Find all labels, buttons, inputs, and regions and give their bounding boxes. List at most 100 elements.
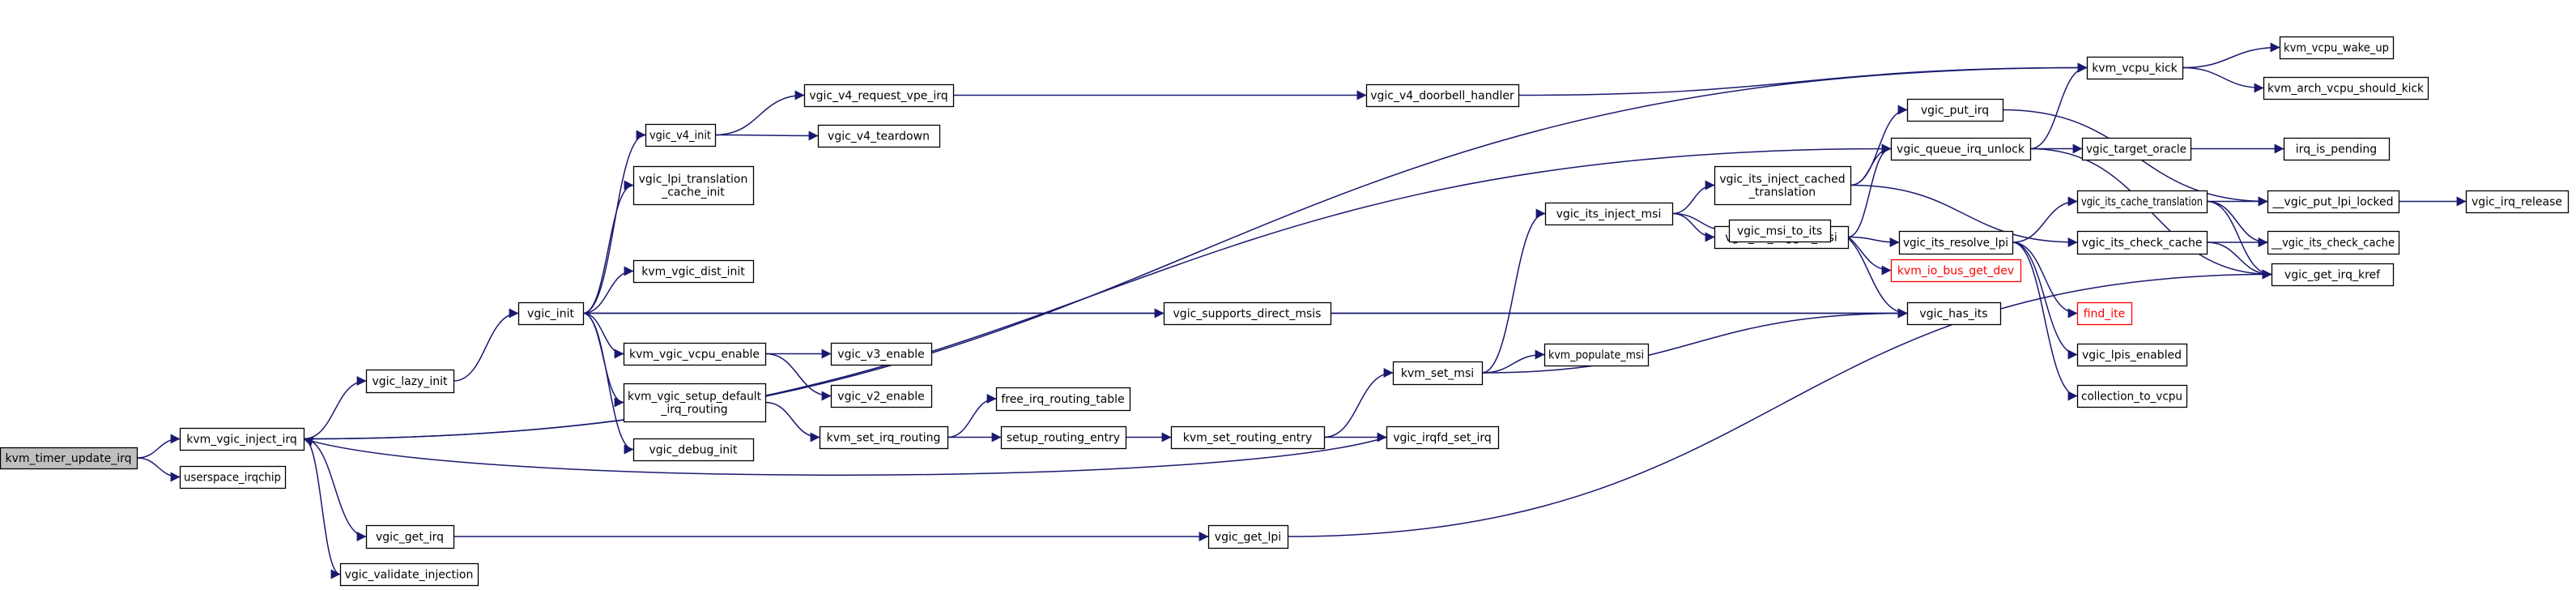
node-label: vgic_get_irq [376, 531, 444, 544]
edge-vgic_get_lpi-to-vgic_get_irq_kref [1287, 269, 2272, 537]
node-box [1163, 301, 1332, 326]
node-label: irq_is_pending [2296, 143, 2377, 156]
node-vgic_its_inject_msi[interactable]: vgic_its_inject_msi [1544, 202, 1674, 226]
node-vgic_get_irq[interactable]: vgic_get_irq [365, 524, 455, 549]
node-label: vgic_v4_request_vpe_irq [809, 90, 947, 103]
node-label: userspace_irqchip [184, 472, 281, 485]
node-irq_is_pending[interactable]: irq_is_pending [2283, 137, 2391, 161]
node-kvm_populate_msi[interactable]: kvm_populate_msi [1543, 343, 1650, 367]
node-vgic_its_inject_cached_translation[interactable]: vgic_its_inject_cached_translation [1714, 165, 1852, 206]
edge-vgic_v4_init-to-vgic_v4_request_vpe_irq [714, 90, 805, 136]
node-vgic_irqfd_set_irq[interactable]: vgic_irqfd_set_irq [1386, 425, 1500, 450]
node-vgic_init[interactable]: vgic_init [517, 301, 585, 326]
node-label: setup_routing_entry [1007, 432, 1120, 445]
node-box [803, 83, 955, 108]
node-vgic_irq_release[interactable]: vgic_irq_release [2465, 190, 2570, 214]
node-box [819, 425, 949, 450]
node-vgic_lpis_enabled[interactable]: vgic_lpis_enabled [2076, 343, 2188, 367]
node-vgic_its_resolve_lpi[interactable]: vgic_its_resolve_lpi [1898, 230, 2014, 255]
edge-kvm_set_msi-to-vgic_its_inject_msi [1481, 208, 1546, 374]
node-kvm_vgic_dist_init[interactable]: kvm_vgic_dist_init [632, 259, 755, 284]
edge-vgic_queue_irq_unlock-to-kvm_vcpu_kick [2029, 62, 2088, 150]
node-collection_to_vcpu[interactable]: collection_to_vcpu [2076, 384, 2188, 408]
node-vgic_its_cache_translation[interactable]: vgic_its_cache_translation [2076, 190, 2208, 214]
node-box [2076, 230, 2208, 255]
node-label: kvm_set_routing_entry [1183, 432, 1312, 445]
node-__vgic_its_check_cache[interactable]: __vgic_its_check_cache [2267, 230, 2400, 255]
node-label: _translation [1748, 186, 1816, 199]
node-label: kvm_set_msi [1401, 367, 1474, 380]
node-vgic_debug_init[interactable]: vgic_debug_init [632, 438, 755, 462]
node-vgic_validate_injection[interactable]: vgic_validate_injection [339, 562, 479, 587]
node-kvm_vcpu_wake_up[interactable]: kvm_vcpu_wake_up [2279, 36, 2395, 60]
node-label: vgic_v4_doorbell_handler [1370, 90, 1514, 103]
node-vgic_has_its[interactable]: vgic_has_its [1906, 301, 2002, 326]
node-label: _irq_routing [660, 404, 727, 417]
node-box [1386, 425, 1500, 450]
node-vgic_v3_enable[interactable]: vgic_v3_enable [830, 342, 933, 366]
node-label: vgic_target_oracle [2086, 143, 2186, 156]
node-label: vgic_init [527, 308, 574, 321]
node-vgic_msi_to_its[interactable]: vgic_msi_to_its [1728, 219, 1832, 243]
node-kvm_timer_update_irq[interactable]: kvm_timer_update_irq [0, 447, 138, 470]
node-box [365, 369, 455, 394]
node-label: vgic_irqfd_set_irq [1393, 432, 1492, 445]
node-kvm_vgic_inject_irq[interactable]: kvm_vgic_inject_irq [179, 427, 305, 451]
node-vgic_target_oracle[interactable]: vgic_target_oracle [2081, 137, 2192, 161]
node-kvm_set_msi[interactable]: kvm_set_msi [1392, 361, 1484, 386]
node-label: vgic_get_lpi [1215, 531, 1281, 544]
node-box [2267, 190, 2400, 214]
node-kvm_set_routing_entry[interactable]: kvm_set_routing_entry [1170, 425, 1326, 450]
edge-vgic_v4_init-to-vgic_v4_teardown [714, 130, 819, 141]
node-vgic_get_irq_kref[interactable]: vgic_get_irq_kref [2271, 263, 2395, 287]
node-__vgic_put_lpi_locked[interactable]: __vgic_put_lpi_locked [2267, 190, 2400, 214]
node-vgic_v4_doorbell_handler[interactable]: vgic_v4_doorbell_handler [1365, 83, 1520, 108]
node-kvm_arch_vcpu_should_kick[interactable]: kvm_arch_vcpu_should_kick [2263, 76, 2429, 100]
node-kvm_vgic_vcpu_enable[interactable]: kvm_vgic_vcpu_enable [623, 342, 767, 366]
node-box [1170, 425, 1326, 450]
node-kvm_vgic_setup_default_irq_routing[interactable]: kvm_vgic_setup_default_irq_routing [623, 383, 767, 423]
node-userspace_irqchip[interactable]: userspace_irqchip [179, 465, 287, 490]
node-label: vgic_its_inject_msi [1556, 208, 1662, 221]
node-box [2263, 76, 2429, 100]
node-vgic_v4_request_vpe_irq[interactable]: vgic_v4_request_vpe_irq [803, 83, 955, 108]
edge-kvm_vgic_vcpu_enable-to-vgic_v2_enable [764, 353, 832, 401]
node-label: vgic_v2_enable [837, 391, 924, 404]
node-box [0, 447, 138, 470]
node-label: kvm_arch_vcpu_should_kick [2267, 83, 2425, 96]
node-kvm_vcpu_kick[interactable]: kvm_vcpu_kick [2086, 56, 2184, 80]
node-label: kvm_timer_update_irq [5, 452, 131, 465]
node-vgic_get_lpi[interactable]: vgic_get_lpi [1207, 524, 1289, 549]
node-box [632, 259, 755, 284]
node-setup_routing_entry[interactable]: setup_routing_entry [1000, 425, 1127, 450]
node-label: vgic_its_cache_translation [2081, 196, 2203, 209]
node-vgic_v4_teardown[interactable]: vgic_v4_teardown [817, 124, 941, 148]
edge-kvm_set_irq_routing-to-free_irq_routing_table [947, 394, 997, 438]
edge-vgic_its_cache_translation-to-vgic_get_irq_kref [2206, 200, 2272, 280]
node-free_irq_routing_table[interactable]: free_irq_routing_table [995, 387, 1131, 412]
edge-vgic_its_resolve_lpi-to-find_ite [2012, 242, 2078, 319]
node-find_ite[interactable]: find_ite [2076, 301, 2133, 326]
node-kvm_set_irq_routing[interactable]: kvm_set_irq_routing [819, 425, 949, 450]
node-kvm_io_bus_get_dev[interactable]: kvm_io_bus_get_dev [1890, 259, 2022, 283]
node-label: vgic_debug_init [649, 444, 738, 457]
node-vgic_supports_direct_msis[interactable]: vgic_supports_direct_msis [1163, 301, 1332, 326]
node-vgic_put_irq[interactable]: vgic_put_irq [1906, 98, 2004, 122]
node-box [1000, 425, 1127, 450]
node-label: find_ite [2084, 308, 2126, 321]
edge-kvm_set_msi-to-kvm_populate_msi [1481, 349, 1545, 374]
node-label: vgic_supports_direct_msis [1173, 308, 1322, 321]
node-vgic_lazy_init[interactable]: vgic_lazy_init [365, 369, 455, 394]
edge-kvm_vgic_inject_irq-to-vgic_validate_injection [303, 438, 341, 579]
node-label: kvm_vgic_setup_default [628, 391, 761, 404]
node-vgic_its_check_cache[interactable]: vgic_its_check_cache [2076, 230, 2208, 255]
edge-kvm_vgic_setup_default_irq_routing-to-kvm_set_irq_routing [764, 401, 820, 442]
node-vgic_lpi_translation_cache_init[interactable]: vgic_lpi_translation_cache_init [632, 165, 755, 206]
node-label: __vgic_its_check_cache [2271, 237, 2395, 250]
node-vgic_v2_enable[interactable]: vgic_v2_enable [830, 384, 933, 408]
node-vgic_v4_init[interactable]: vgic_v4_init [645, 123, 717, 148]
node-vgic_queue_irq_unlock[interactable]: vgic_queue_irq_unlock [1890, 137, 2032, 161]
node-label: vgic_validate_injection [345, 569, 474, 582]
edge-vgic_v4_doorbell_handler-to-kvm_vcpu_kick [1518, 62, 2088, 96]
edge-vgic_init-to-kvm_vgic_vcpu_enable [582, 312, 624, 359]
